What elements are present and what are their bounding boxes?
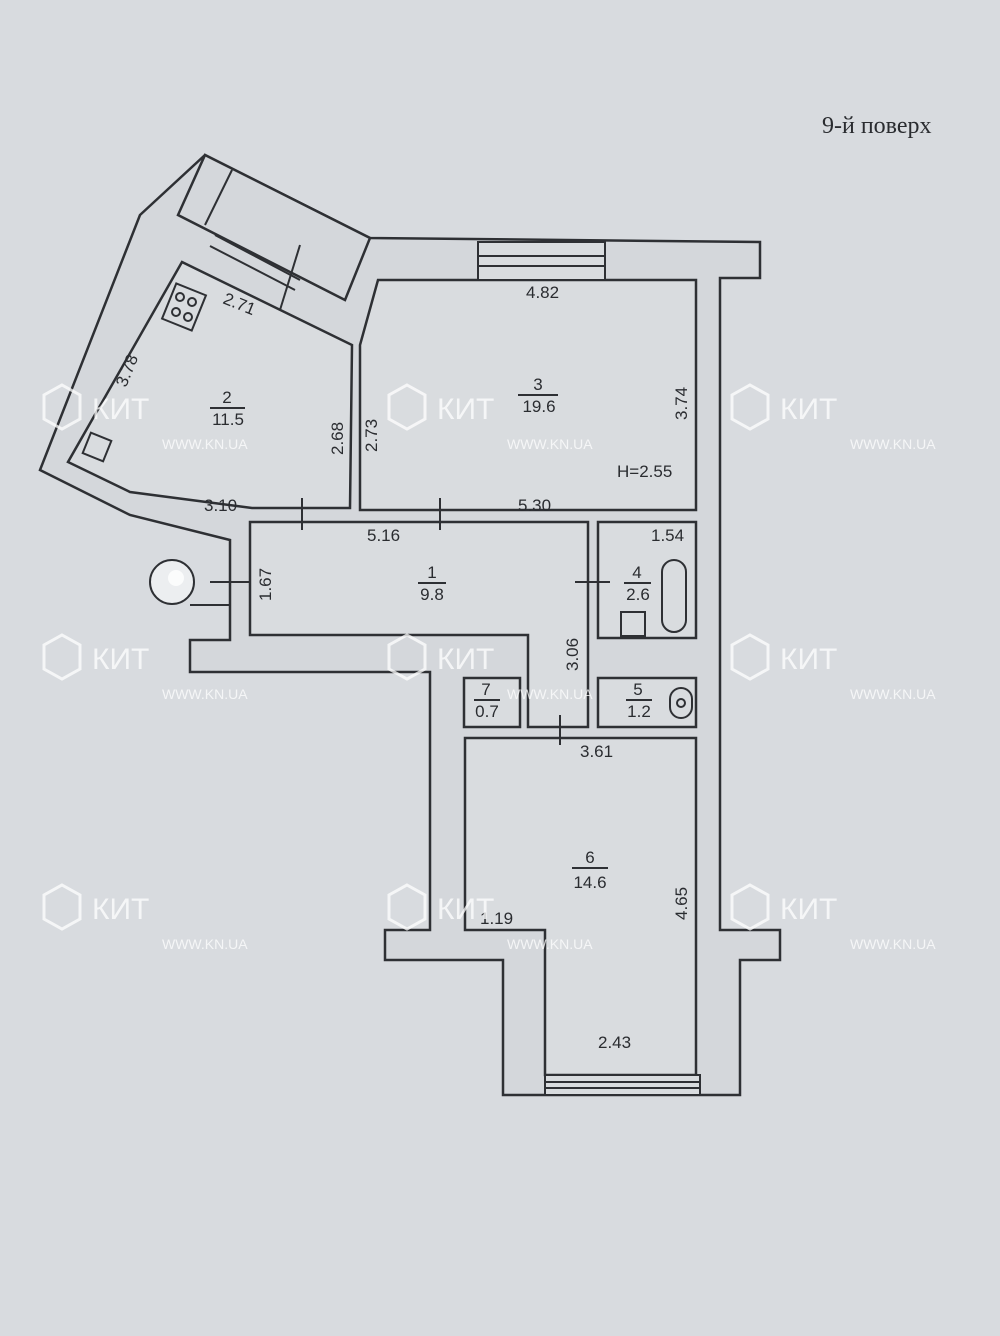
- svg-text:9.8: 9.8: [420, 585, 444, 604]
- door-marks: [210, 498, 610, 745]
- washbasin-icon: [620, 611, 646, 637]
- svg-text:7: 7: [481, 680, 490, 699]
- svg-text:3.74: 3.74: [672, 387, 691, 420]
- svg-text:2.68: 2.68: [328, 422, 347, 455]
- svg-text:КИТ: КИТ: [92, 893, 149, 926]
- svg-text:3.10: 3.10: [204, 496, 237, 515]
- svg-text:КИТ: КИТ: [437, 393, 494, 426]
- toilet-icon: [669, 687, 693, 719]
- svg-text:5.30: 5.30: [518, 496, 551, 515]
- svg-text:КИТ: КИТ: [780, 643, 837, 676]
- svg-text:1.67: 1.67: [256, 568, 275, 601]
- watermark: КИТ WWW.KN.UA: [730, 883, 936, 952]
- svg-text:WWW.KN.UA: WWW.KN.UA: [162, 436, 248, 452]
- floor-title: 9-й поверх: [822, 113, 932, 139]
- svg-text:11.5: 11.5: [212, 410, 244, 429]
- sink-icon: [81, 431, 113, 463]
- svg-text:WWW.KN.UA: WWW.KN.UA: [850, 436, 936, 452]
- room-label-6: 6 14.6: [572, 848, 608, 892]
- svg-text:КИТ: КИТ: [92, 643, 149, 676]
- svg-text:3.06: 3.06: [563, 638, 582, 671]
- stair-block: [176, 153, 372, 302]
- svg-text:WWW.KN.UA: WWW.KN.UA: [507, 436, 593, 452]
- room-2: [66, 260, 354, 510]
- room-4: [596, 520, 698, 640]
- room-label-4: 4 2.6: [624, 563, 651, 604]
- dimension-labels: 2.71 3.78 2.68 2.73 4.82 3.74 H=2.55 3.1…: [112, 283, 691, 1052]
- svg-text:4: 4: [632, 563, 641, 582]
- watermark: КИТ WWW.KN.UA: [387, 633, 593, 702]
- watermark: КИТ WWW.KN.UA: [42, 633, 248, 702]
- svg-text:2: 2: [222, 388, 231, 407]
- svg-text:2.43: 2.43: [598, 1033, 631, 1052]
- watermark: КИТ WWW.KN.UA: [730, 383, 936, 452]
- window-room-3: [477, 241, 606, 281]
- room-label-7: 7 0.7: [474, 680, 500, 721]
- watermark: КИТ WWW.KN.UA: [387, 383, 593, 452]
- svg-text:14.6: 14.6: [573, 873, 606, 892]
- svg-text:5.16: 5.16: [367, 526, 400, 545]
- svg-text:5: 5: [633, 680, 642, 699]
- svg-text:1.2: 1.2: [627, 702, 651, 721]
- svg-text:КИТ: КИТ: [92, 393, 149, 426]
- watermark: КИТ WWW.KN.UA: [730, 633, 936, 702]
- svg-text:4.82: 4.82: [526, 283, 559, 302]
- svg-text:2.73: 2.73: [362, 419, 381, 452]
- svg-text:6: 6: [585, 848, 594, 867]
- svg-text:WWW.KN.UA: WWW.KN.UA: [507, 936, 593, 952]
- ceiling-height-label: H=2.55: [617, 462, 672, 481]
- svg-text:КИТ: КИТ: [437, 643, 494, 676]
- room-1: [248, 520, 590, 729]
- room-label-1: 1 9.8: [418, 563, 446, 604]
- watermark: КИТ WWW.KN.UA: [42, 883, 248, 952]
- room-6: [463, 736, 698, 1077]
- svg-text:WWW.KN.UA: WWW.KN.UA: [507, 686, 593, 702]
- watermark: КИТ WWW.KN.UA: [387, 883, 593, 952]
- window-room-6: [544, 1074, 701, 1096]
- room-label-3: 3 19.6: [518, 375, 558, 416]
- svg-text:WWW.KN.UA: WWW.KN.UA: [850, 686, 936, 702]
- watermarks: КИТ WWW.KN.UA КИТ WWW.KN.UA КИТ WWW.KN.U…: [42, 383, 936, 952]
- watermark: КИТ WWW.KN.UA: [42, 383, 248, 452]
- bathtub-icon: [661, 559, 687, 633]
- svg-text:КИТ: КИТ: [780, 393, 837, 426]
- svg-text:3: 3: [533, 375, 542, 394]
- room-5: [596, 676, 698, 729]
- svg-text:КИТ: КИТ: [437, 893, 494, 926]
- svg-text:19.6: 19.6: [522, 397, 555, 416]
- room-label-2: 2 11.5: [210, 388, 245, 429]
- stove-icon: [160, 282, 208, 332]
- svg-text:1.54: 1.54: [651, 526, 684, 545]
- svg-text:1.19: 1.19: [480, 909, 513, 928]
- svg-text:4.65: 4.65: [672, 887, 691, 920]
- svg-text:3.61: 3.61: [580, 742, 613, 761]
- svg-text:WWW.KN.UA: WWW.KN.UA: [162, 686, 248, 702]
- svg-text:WWW.KN.UA: WWW.KN.UA: [162, 936, 248, 952]
- room-7: [462, 676, 522, 729]
- svg-text:0.7: 0.7: [475, 702, 499, 721]
- svg-text:WWW.KN.UA: WWW.KN.UA: [850, 936, 936, 952]
- svg-text:1: 1: [427, 563, 436, 582]
- room-label-5: 5 1.2: [626, 680, 652, 721]
- svg-text:2.6: 2.6: [626, 585, 650, 604]
- svg-text:КИТ: КИТ: [780, 893, 837, 926]
